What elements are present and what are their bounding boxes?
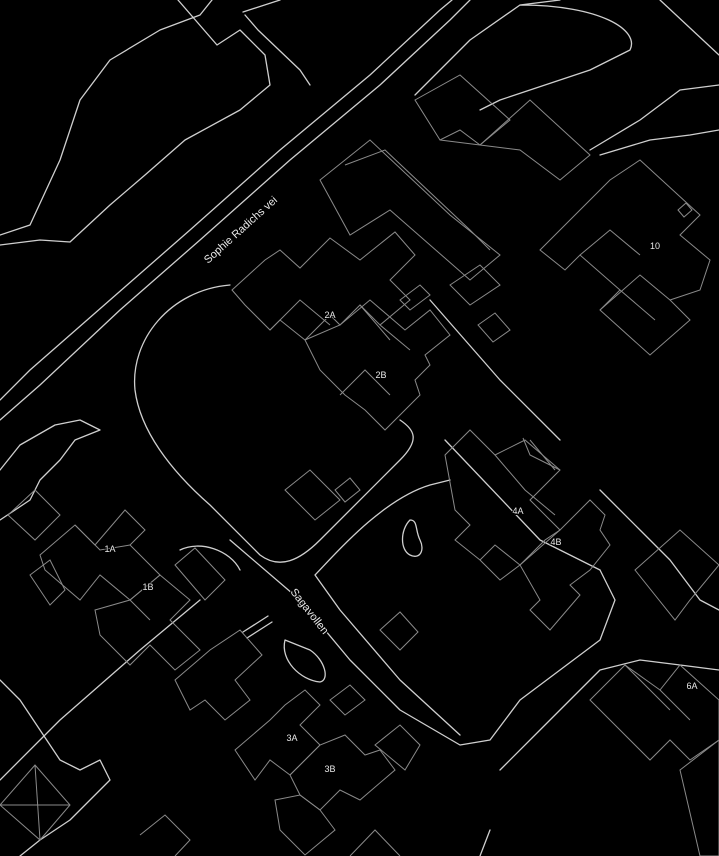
building-2B <box>304 299 451 431</box>
terrain-contour-upper <box>0 0 271 246</box>
house-number-1A: 1A <box>104 544 115 554</box>
road-sagavollen-edge-2 <box>314 479 461 736</box>
building-garage-2 <box>284 469 361 521</box>
crossing-mark <box>242 615 273 639</box>
building-1-annex <box>174 547 226 601</box>
building-plot-sw <box>139 814 401 856</box>
house-number-4A: 4A <box>512 506 523 516</box>
survey-marker <box>0 764 71 841</box>
road-southwest <box>0 545 241 781</box>
building-ne-1 <box>414 74 511 146</box>
road-central-plot <box>133 284 414 563</box>
building-1-west <box>7 489 66 606</box>
building-1B <box>94 574 201 671</box>
building-east-mid <box>634 529 719 621</box>
building-4B <box>519 499 611 631</box>
building-10-inner <box>579 229 671 321</box>
building-long-row <box>319 139 501 281</box>
building-3A <box>234 689 321 781</box>
building-6A-inner <box>624 664 691 721</box>
street-label-sophie-radichs-vei: Sophie Radichs vei <box>202 194 280 266</box>
road-east-branch <box>589 0 719 156</box>
pond-outline <box>401 519 423 557</box>
building-10 <box>539 159 711 356</box>
house-number-1B: 1B <box>142 582 153 592</box>
road-south-east-edge <box>599 489 719 611</box>
house-number-labels: 1A 1B 2A 2B 3A 3B 4A 4B 6A 10 <box>103 240 698 775</box>
road-south-curve <box>479 659 719 856</box>
building-annex-2 <box>477 312 511 343</box>
terrain-contour-ridge <box>242 0 311 86</box>
oval-island <box>283 639 326 683</box>
building-3-north <box>174 629 263 721</box>
house-number-3A: 3A <box>286 733 297 743</box>
building-3-south <box>274 794 336 856</box>
building-long-row-inner <box>344 149 491 251</box>
house-number-3B: 3B <box>324 764 335 774</box>
road-sophie-radichs-vei-edge-2 <box>0 0 453 401</box>
building-2A <box>231 231 416 341</box>
street-label-sagavollen: Sagavollen <box>288 586 331 636</box>
building-2-inner-lines <box>269 299 411 396</box>
house-number-2A: 2A <box>324 310 335 320</box>
house-number-10: 10 <box>650 241 660 251</box>
house-number-2B: 2B <box>375 370 386 380</box>
building-east-south <box>679 739 719 856</box>
road-loop-east <box>429 299 601 571</box>
building-annex-1 <box>449 264 501 306</box>
terrain-west-lower <box>0 679 111 856</box>
terrain-contour-lower <box>0 0 213 236</box>
road-northeast-loop <box>414 0 633 111</box>
building-2-annex <box>399 284 431 311</box>
building-ne-2 <box>439 99 591 181</box>
building-outlines <box>0 74 719 856</box>
building-shed <box>379 611 419 651</box>
building-10-annex <box>677 202 693 218</box>
building-4-roof-mark <box>522 437 561 471</box>
house-number-6A: 6A <box>686 681 697 691</box>
road-sagavollen-edge-1 <box>229 539 616 746</box>
building-4A <box>444 429 561 566</box>
building-6A <box>589 664 719 761</box>
road-sophie-radichs-vei-edge-1 <box>0 0 471 421</box>
building-1-inner <box>74 524 151 621</box>
building-3-annex <box>329 684 421 771</box>
house-number-4B: 4B <box>550 537 561 547</box>
